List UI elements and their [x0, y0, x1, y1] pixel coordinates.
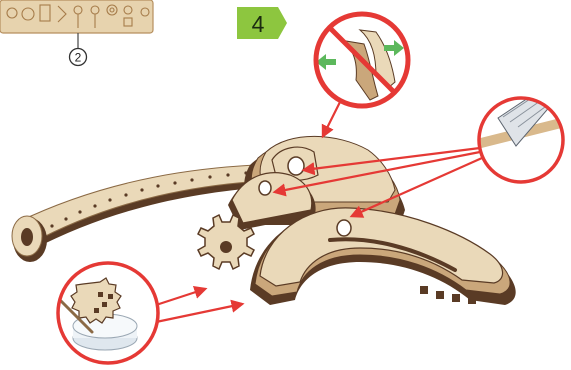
sheet-callout: 2 — [70, 49, 87, 66]
no-bending-callout — [314, 12, 410, 108]
wax-lubrication-callout — [57, 262, 159, 364]
step-badge: 4 — [237, 7, 287, 39]
step-number: 4 — [252, 11, 265, 37]
sheet-callout-number: 2 — [75, 51, 82, 65]
parts-sheet-thumbnail — [0, 0, 153, 48]
knife-cutting-callout — [470, 75, 571, 183]
